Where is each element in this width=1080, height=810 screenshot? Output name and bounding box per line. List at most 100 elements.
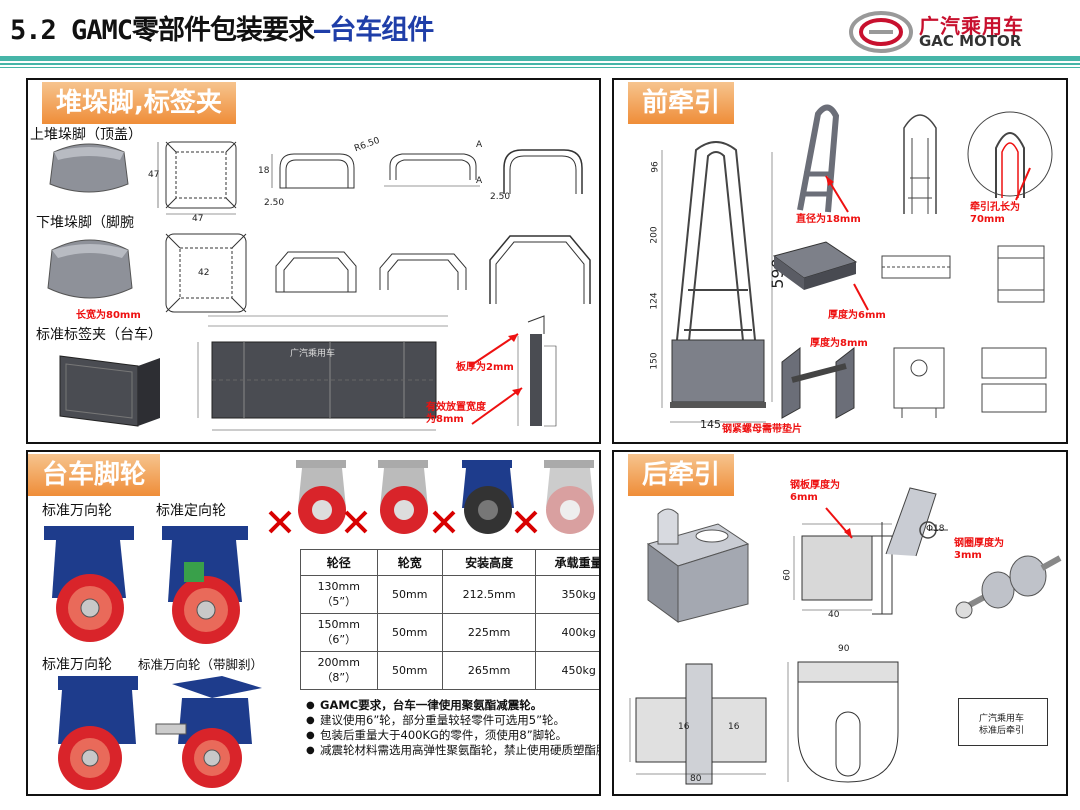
dim-d18: Φ18 [926, 524, 945, 534]
dim-h60: 60 [782, 569, 793, 581]
dim-47-vertical: 47 [148, 170, 160, 180]
forbidden-caster-2 [378, 460, 428, 534]
caster-brake-render [155, 676, 262, 788]
dim-250-a: 2.50 [264, 198, 285, 208]
note-item: 建议使用6”轮，部分重量较轻零件可选用5”轮。 [306, 713, 599, 728]
annotation-size-80: 长宽为80mm [76, 310, 141, 321]
lower-foot-render [47, 239, 133, 299]
dim-200: 200 [649, 226, 660, 244]
dim-47-horizontal: 47 [192, 214, 204, 224]
plate-6-drawing [881, 255, 951, 279]
table-header-row: 轮径 轮宽 安装高度 承载重量 [300, 549, 599, 576]
caster-notes: GAMC要求，台车一律使用聚氨酯减震轮。 建议使用6”轮，部分重量较轻零件可选用… [306, 698, 599, 758]
logo-en-text: GAC MOTOR [919, 32, 1022, 50]
note-item: 减震轮材料需选用高弹性聚氨酯轮，禁止使用硬质塑酯脚轮。 [306, 743, 599, 758]
table-row: 150mm（6”） 50mm 225mm 400kg [300, 613, 599, 652]
front-tow-side [903, 114, 937, 214]
table-row: 200mm（8”） 50mm 265mm 450kg [300, 651, 599, 690]
rear-tow-drawing-side [787, 661, 899, 783]
table-header-cell: 安装高度 [441, 549, 537, 576]
lower-foot-section [275, 251, 357, 293]
annotation-effective-8: 有效放置宽度为8mm [426, 402, 486, 425]
label-upper-foot: 上堆垛脚（顶盖） [30, 127, 142, 143]
forbidden-caster-3 [462, 460, 514, 534]
table-cell-load: 350kg [535, 575, 599, 614]
annotation-hole-70: 牵引孔长为70mm [970, 202, 1020, 225]
caster-spec-table: 轮径 轮宽 安装高度 承载重量 130mm（5”） 50mm 212.5mm 3… [300, 549, 599, 690]
front-tow-elevation [661, 141, 773, 423]
bracket-8-side [981, 347, 1047, 413]
dim-18: 18 [258, 166, 270, 176]
dim-section-a: A [476, 140, 483, 150]
bracket-8-render [781, 346, 855, 419]
dim-96: 96 [650, 161, 661, 173]
arrow-effective [471, 387, 523, 425]
panel-title-caster: 台车脚轮 [28, 454, 161, 496]
note-item: GAMC要求，台车一律使用聚氨酯减震轮。 [306, 698, 599, 713]
upper-foot-section [271, 153, 355, 189]
annotation-nut: 钢紧螺母需带垫片 [722, 424, 802, 435]
label-clip-side-view [517, 315, 557, 427]
annotation-ring-3: 钢圈厚度为3mm [954, 538, 1004, 561]
label-swivel: 标准万向轮 [42, 503, 112, 519]
panel-title-stacking: 堆垛脚,标签夹 [42, 82, 236, 124]
logo-cn-text: 广汽乘用车 [919, 14, 1024, 38]
front-tow-3d [797, 104, 840, 213]
table-row: 130mm（5”） 50mm 212.5mm 350kg [300, 575, 599, 614]
table-cell-load: 450kg [535, 651, 599, 690]
arrow-thick-6 [853, 283, 869, 311]
lower-foot-section-b [379, 253, 467, 290]
label-label-clip: 标准标签夹（台车） [36, 327, 162, 343]
dim-w80: 80 [690, 774, 702, 784]
forbidden-caster-1 [296, 460, 346, 534]
table-cell-load: 400kg [535, 613, 599, 652]
label-swivel-2: 标准万向轮 [42, 657, 112, 673]
table-cell-width: 50mm [376, 651, 443, 690]
forbidden-caster-4 [544, 460, 594, 534]
panel-casters: 台车脚轮 标准万向轮 标准定向轮 标准万向轮 标准万向轮（带脚刹） 轮径 轮宽 … [26, 450, 601, 796]
annotation-thick-8: 厚度为8mm [810, 338, 868, 349]
caster-swivel-2-render [58, 676, 138, 790]
dim-145: 145 [700, 418, 721, 431]
table-header-cell: 轮宽 [376, 549, 443, 576]
dim-42: 42 [198, 268, 210, 278]
label-clip-tag-text: 广汽乘用车 [290, 349, 336, 359]
arrow-plate [469, 333, 519, 367]
table-cell-dia: 130mm（5”） [300, 575, 378, 614]
dim-w16-b: 16 [728, 722, 740, 732]
annotation-plate-6: 钢板厚度为6mm [790, 480, 840, 503]
arrow-dia-18 [825, 175, 849, 213]
cross-mark-3 [432, 510, 456, 534]
label-lower-foot: 下堆垛脚（脚腕 [36, 215, 134, 231]
dim-150: 150 [649, 352, 660, 370]
gac-emblem-icon [849, 11, 913, 53]
label-swivel-brake: 标准万向轮（带脚刹） [138, 657, 264, 672]
rear-tag-line2: 标准后牵引 [979, 726, 1025, 736]
rear-tow-drawing-front [629, 663, 767, 785]
rear-tag-line1: 广汽乘用车 [979, 714, 1025, 724]
panel-stacking-feet: 堆垛脚,标签夹 上堆垛脚（顶盖） 下堆垛脚（脚腕 标准标签夹（台车） 长宽为80… [26, 78, 601, 444]
upper-foot-profile [503, 149, 583, 194]
lower-foot-top-view [165, 233, 247, 313]
panel-title-rear: 后牵引 [628, 454, 735, 496]
header-stripes [0, 56, 1080, 74]
rear-tow-drawing-top [793, 522, 893, 615]
annotation-dia-18: 直径为18mm [796, 214, 861, 225]
caster-swivel-render [44, 526, 134, 642]
label-fixed: 标准定向轮 [156, 503, 226, 519]
dim-w40: 40 [828, 610, 840, 620]
table-header-cell: 轮径 [300, 549, 378, 576]
dim-124: 124 [649, 292, 660, 310]
dim-w16-a: 16 [678, 722, 690, 732]
page-title: 5.2 GAMC零部件包装要求—台车组件 [10, 15, 434, 46]
caster-fixed-render [162, 526, 248, 644]
tow-hole-detail [967, 111, 1053, 198]
gac-logo: 广汽乘用车 GAC MOTOR [849, 10, 1054, 54]
rear-tow-tag: 广汽乘用车 标准后牵引 [958, 698, 1048, 746]
table-header-cell: 承载重量 [535, 549, 599, 576]
cross-mark-4 [514, 510, 538, 534]
table-cell-dia: 150mm（6”） [300, 613, 378, 652]
note-item: 包装后重量大于400KG的零件，须使用8”脚轮。 [306, 728, 599, 743]
plate-6-side [997, 245, 1045, 303]
dim-r650: R6.50 [353, 135, 382, 155]
